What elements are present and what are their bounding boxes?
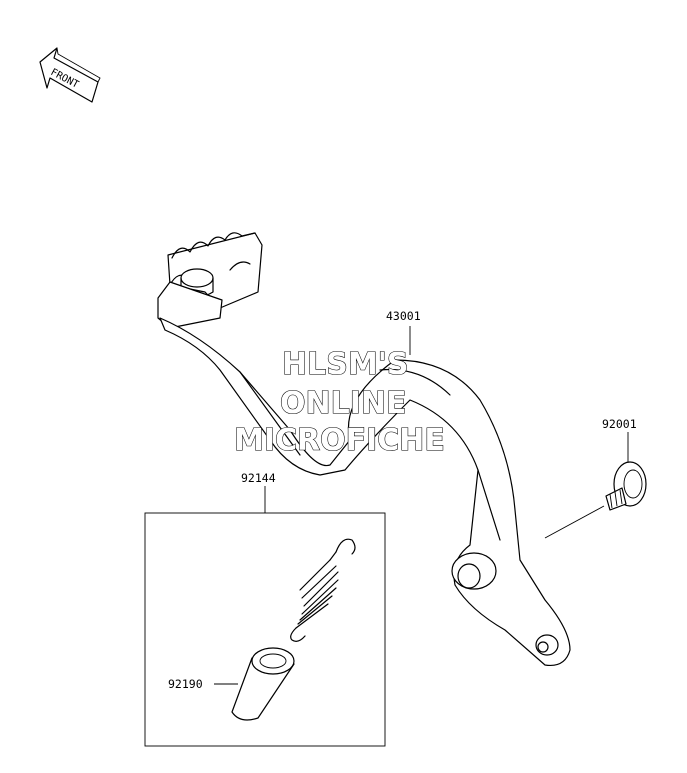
part-number-92001: 92001 bbox=[602, 417, 637, 431]
part-number-43001: 43001 bbox=[386, 309, 421, 323]
kit-box bbox=[144, 512, 386, 747]
watermark-line-2: ONLINE bbox=[280, 386, 407, 421]
part-number-92190: 92190 bbox=[168, 677, 203, 691]
return-spring bbox=[290, 538, 356, 642]
collar-sleeve bbox=[231, 647, 295, 721]
front-arrow-icon: FRONT bbox=[39, 47, 101, 103]
watermark-line-3: MICROFICHE bbox=[234, 423, 445, 458]
brake-pedal bbox=[157, 232, 571, 667]
watermark-line-1: HLSM'S bbox=[282, 347, 408, 382]
pivot-bolt bbox=[605, 461, 647, 511]
part-number-92144: 92144 bbox=[241, 471, 276, 485]
watermark: HLSM'S ONLINE MICROFICHE bbox=[233, 346, 445, 458]
leader-lines bbox=[214, 326, 629, 685]
